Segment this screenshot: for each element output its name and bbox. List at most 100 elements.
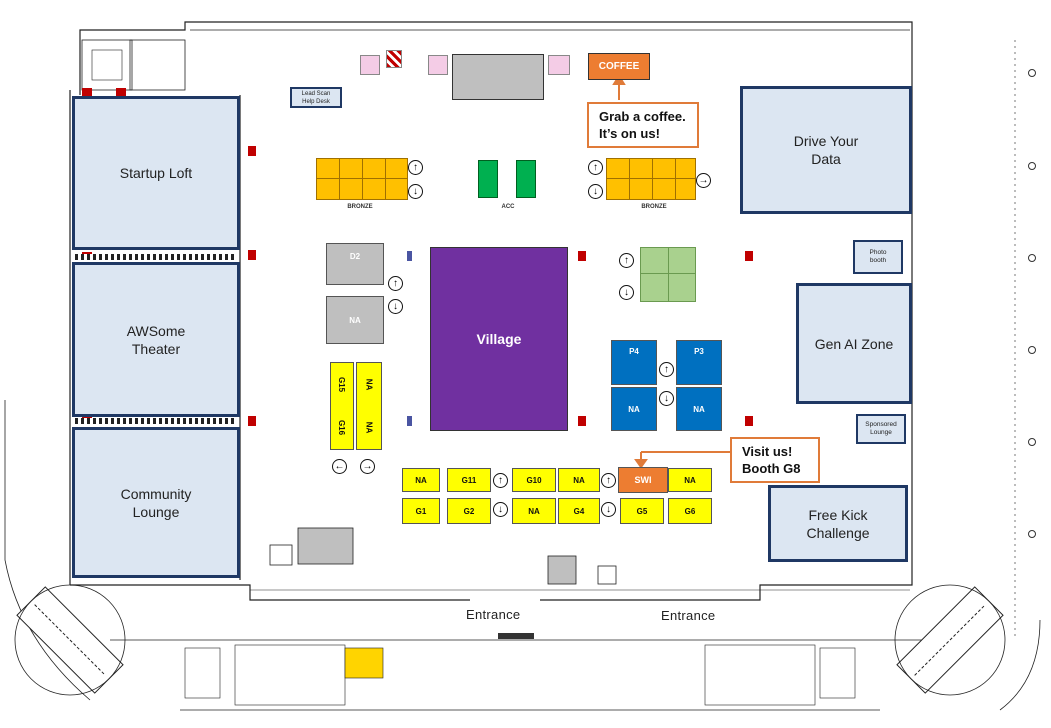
booth-na[interactable]: NA: [668, 468, 712, 492]
booth-g2[interactable]: G2: [447, 498, 491, 524]
arrow-down-icon: ↓: [388, 299, 403, 314]
visit-callout: Visit us! Booth G8: [730, 437, 820, 483]
booth-na-label: NA: [628, 404, 640, 414]
gen-ai-zone-label: Gen AI Zone: [814, 335, 894, 352]
startup-loft-label: Startup Loft: [119, 165, 193, 181]
visit-callout-line2: Booth G8: [742, 461, 801, 476]
pillar-marker: [1028, 530, 1036, 538]
booth-g10[interactable]: G10: [512, 468, 556, 492]
hatched-area: [386, 50, 402, 68]
booth-na-label: NA: [364, 421, 374, 434]
booth-d2-na[interactable]: NA: [326, 296, 384, 344]
booth-g4-label: G4: [573, 506, 585, 516]
booth-g11[interactable]: G11: [447, 468, 491, 492]
entrance-left-label[interactable]: Entrance: [466, 607, 521, 622]
column-marker: [745, 251, 753, 261]
coffee-callout-line1: Grab a coffee.: [599, 109, 686, 124]
village-zone[interactable]: Village: [430, 247, 568, 431]
booth-d2-label: D2: [349, 252, 361, 261]
arrow-right-icon: →: [360, 459, 375, 474]
arrow-up-icon: ↑: [601, 473, 616, 488]
arrow-down-icon: ↓: [408, 184, 423, 199]
entrance-right-label[interactable]: Entrance: [661, 608, 716, 623]
booth-g15-label: G15: [337, 376, 347, 393]
booth-na[interactable]: NA: [558, 468, 600, 492]
column-marker: [407, 251, 412, 261]
booth-p3-na[interactable]: NA: [676, 387, 722, 431]
column-marker: [407, 416, 412, 426]
acc-booth[interactable]: [478, 160, 498, 198]
booth-g15-g16[interactable]: G15 G16: [330, 362, 354, 450]
booth-na-label: NA: [364, 378, 374, 391]
startup-loft[interactable]: Startup Loft: [72, 96, 240, 250]
arrow-up-icon: ↑: [619, 253, 634, 268]
booth-p3-label: P3: [694, 347, 704, 356]
arrow-down-icon: ↓: [588, 184, 603, 199]
awsome-theater[interactable]: AWSome Theater: [72, 262, 240, 417]
booth-g5[interactable]: G5: [620, 498, 664, 524]
coffee-label: COFFEE: [598, 61, 640, 72]
bronze-booths-left[interactable]: [316, 158, 408, 200]
village-label: Village: [476, 331, 522, 347]
arrow-up-icon: ↑: [388, 276, 403, 291]
lead-scan-help-desk[interactable]: Lead Scan Help Desk: [290, 87, 342, 108]
arrow-up-icon: ↑: [408, 160, 423, 175]
community-lounge-label: Community Lounge: [120, 485, 192, 520]
booth-g6-label: G6: [684, 506, 696, 516]
booth-g16-label: G16: [337, 419, 347, 436]
pillar-marker: [1028, 162, 1036, 170]
pillar-marker: [1028, 69, 1036, 77]
photo-booth-label: Photo booth: [869, 249, 887, 264]
arrow-left-icon: ←: [332, 459, 347, 474]
free-kick-challenge[interactable]: Free Kick Challenge: [768, 485, 908, 562]
booth-swi[interactable]: SWI: [618, 467, 668, 493]
column-marker: [82, 88, 92, 96]
coffee-callout-line2: It’s on us!: [599, 126, 660, 141]
booth-g6[interactable]: G6: [668, 498, 712, 524]
booth-p4-label: P4: [629, 347, 639, 356]
booth-na[interactable]: NA: [402, 468, 440, 492]
booth-p4-na[interactable]: NA: [611, 387, 657, 431]
booth-na-label: NA: [349, 315, 361, 325]
lead-scan-label: Lead Scan Help Desk: [301, 90, 331, 105]
coffee-callout: Grab a coffee. It’s on us!: [587, 102, 699, 148]
divider: [75, 418, 237, 424]
arrow-down-icon: ↓: [601, 502, 616, 517]
arrow-up-icon: ↑: [588, 160, 603, 175]
acc-booth[interactable]: [516, 160, 536, 198]
booth-na-label: NA: [684, 475, 696, 485]
gen-ai-zone[interactable]: Gen AI Zone: [796, 283, 912, 404]
booth-na[interactable]: NA: [512, 498, 556, 524]
arrow-right-icon: →: [696, 173, 711, 188]
pink-booth: [548, 55, 570, 75]
booth-na-label: NA: [528, 506, 540, 516]
column-marker: [248, 250, 256, 260]
booth-p3[interactable]: P3: [676, 340, 722, 385]
pillar-marker: [1028, 254, 1036, 262]
column-marker: [745, 416, 753, 426]
booth-g4[interactable]: G4: [558, 498, 600, 524]
community-lounge[interactable]: Community Lounge: [72, 427, 240, 578]
bronze-booths-right[interactable]: [606, 158, 696, 200]
photo-booth[interactable]: Photo booth: [853, 240, 903, 274]
booth-g5-label: G5: [636, 506, 648, 516]
divider: [75, 254, 237, 260]
green-booths-s[interactable]: [640, 247, 696, 302]
booth-d2[interactable]: D2: [326, 243, 384, 285]
column-marker: [248, 416, 256, 426]
booth-na-label: NA: [415, 475, 427, 485]
drive-your-data-label: Drive Your Data: [793, 133, 859, 167]
drive-your-data[interactable]: Drive Your Data: [740, 86, 912, 214]
booth-na-vertical[interactable]: NA NA: [356, 362, 382, 450]
pink-booth: [428, 55, 448, 75]
column-marker: [578, 251, 586, 261]
booth-g1[interactable]: G1: [402, 498, 440, 524]
coffee-booth[interactable]: COFFEE: [588, 53, 650, 80]
booth-na-label: NA: [573, 475, 585, 485]
awsome-theater-label: AWSome Theater: [126, 322, 186, 357]
bronze-left-label: BRONZE: [347, 204, 373, 210]
booth-p4[interactable]: P4: [611, 340, 657, 385]
sponsored-lounge[interactable]: Sponsored Lounge: [856, 414, 906, 444]
pillar-marker: [1028, 346, 1036, 354]
